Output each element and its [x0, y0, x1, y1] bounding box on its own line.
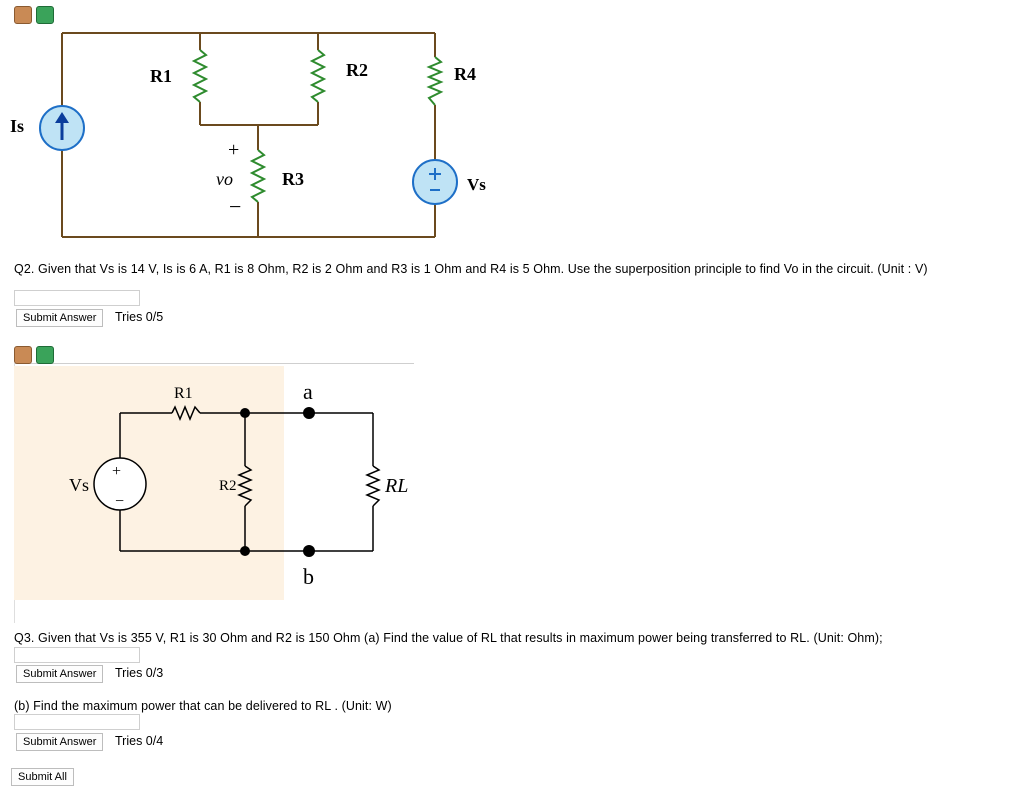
chat-icon[interactable]	[14, 6, 32, 24]
q3-nodes	[240, 407, 315, 557]
label-is: Is	[10, 116, 24, 136]
label-minus: −	[229, 194, 241, 219]
rl-resistor	[365, 465, 381, 507]
label-vs: Vs	[69, 475, 89, 495]
label-vo: vo	[216, 169, 233, 189]
q2-answer-input[interactable]	[14, 290, 140, 306]
chat-icon[interactable]	[14, 346, 32, 364]
q3b-tries: Tries 0/4	[115, 734, 164, 748]
label-plus: +	[228, 139, 239, 161]
label-r4: R4	[454, 64, 476, 84]
r2-resistor	[237, 465, 253, 507]
q2-wires	[61, 32, 436, 238]
label-rl: RL	[384, 475, 408, 497]
q2-question-text: Q2. Given that Vs is 14 V, Is is 6 A, R1…	[14, 262, 928, 276]
q3b-submit-button[interactable]: Submit Answer	[16, 733, 104, 751]
node-dot	[240, 546, 250, 556]
thevenin-shaded-region	[14, 366, 284, 600]
q3-circuit-diagram: + − R1 R2 Vs a b RL	[14, 366, 408, 600]
label-minus: −	[115, 493, 124, 510]
label-a: a	[303, 379, 313, 404]
r4-resistor	[426, 56, 444, 106]
q3a-answer-input[interactable]	[14, 647, 140, 663]
label-b: b	[303, 564, 314, 589]
q3a-tries: Tries 0/3	[115, 666, 164, 680]
label-r2: R2	[346, 60, 368, 80]
q2-tries: Tries 0/5	[115, 310, 164, 324]
submit-all-button[interactable]: Submit All	[11, 768, 74, 786]
current-source-is	[39, 105, 85, 151]
q3b-answer-input[interactable]	[14, 714, 140, 730]
label-r1: R1	[174, 385, 193, 402]
q3-resistors	[171, 405, 381, 507]
q3-question-text: Q3. Given that Vs is 355 V, R1 is 30 Ohm…	[14, 631, 883, 645]
q3a-submit-button[interactable]: Submit Answer	[16, 665, 104, 683]
voltage-source-vs	[412, 159, 458, 205]
label-plus: +	[112, 463, 121, 480]
node-dot	[240, 408, 250, 418]
voltage-source-vs	[93, 457, 147, 511]
q2-submit-button[interactable]: Submit Answer	[16, 309, 104, 327]
hint-icon[interactable]	[36, 6, 54, 24]
label-r2: R2	[219, 478, 237, 494]
r3-resistor	[249, 149, 267, 203]
r2-resistor	[309, 49, 327, 103]
q3b-question-text: (b) Find the maximum power that can be d…	[14, 699, 392, 713]
q2-tools	[14, 6, 54, 24]
terminal-b	[303, 545, 315, 557]
q2-circuit-diagram: Is R1 R2 R3 R4 + vo − Vs	[10, 32, 486, 238]
label-r1: R1	[150, 66, 172, 86]
q3-tools	[14, 346, 54, 364]
label-vs: Vs	[467, 175, 486, 194]
hint-icon[interactable]	[36, 346, 54, 364]
q3-divider	[14, 363, 414, 364]
r1-resistor	[191, 49, 209, 103]
q2-resistors	[191, 49, 444, 203]
terminal-a	[303, 407, 315, 419]
r1-resistor	[171, 405, 201, 421]
label-r3: R3	[282, 169, 304, 189]
